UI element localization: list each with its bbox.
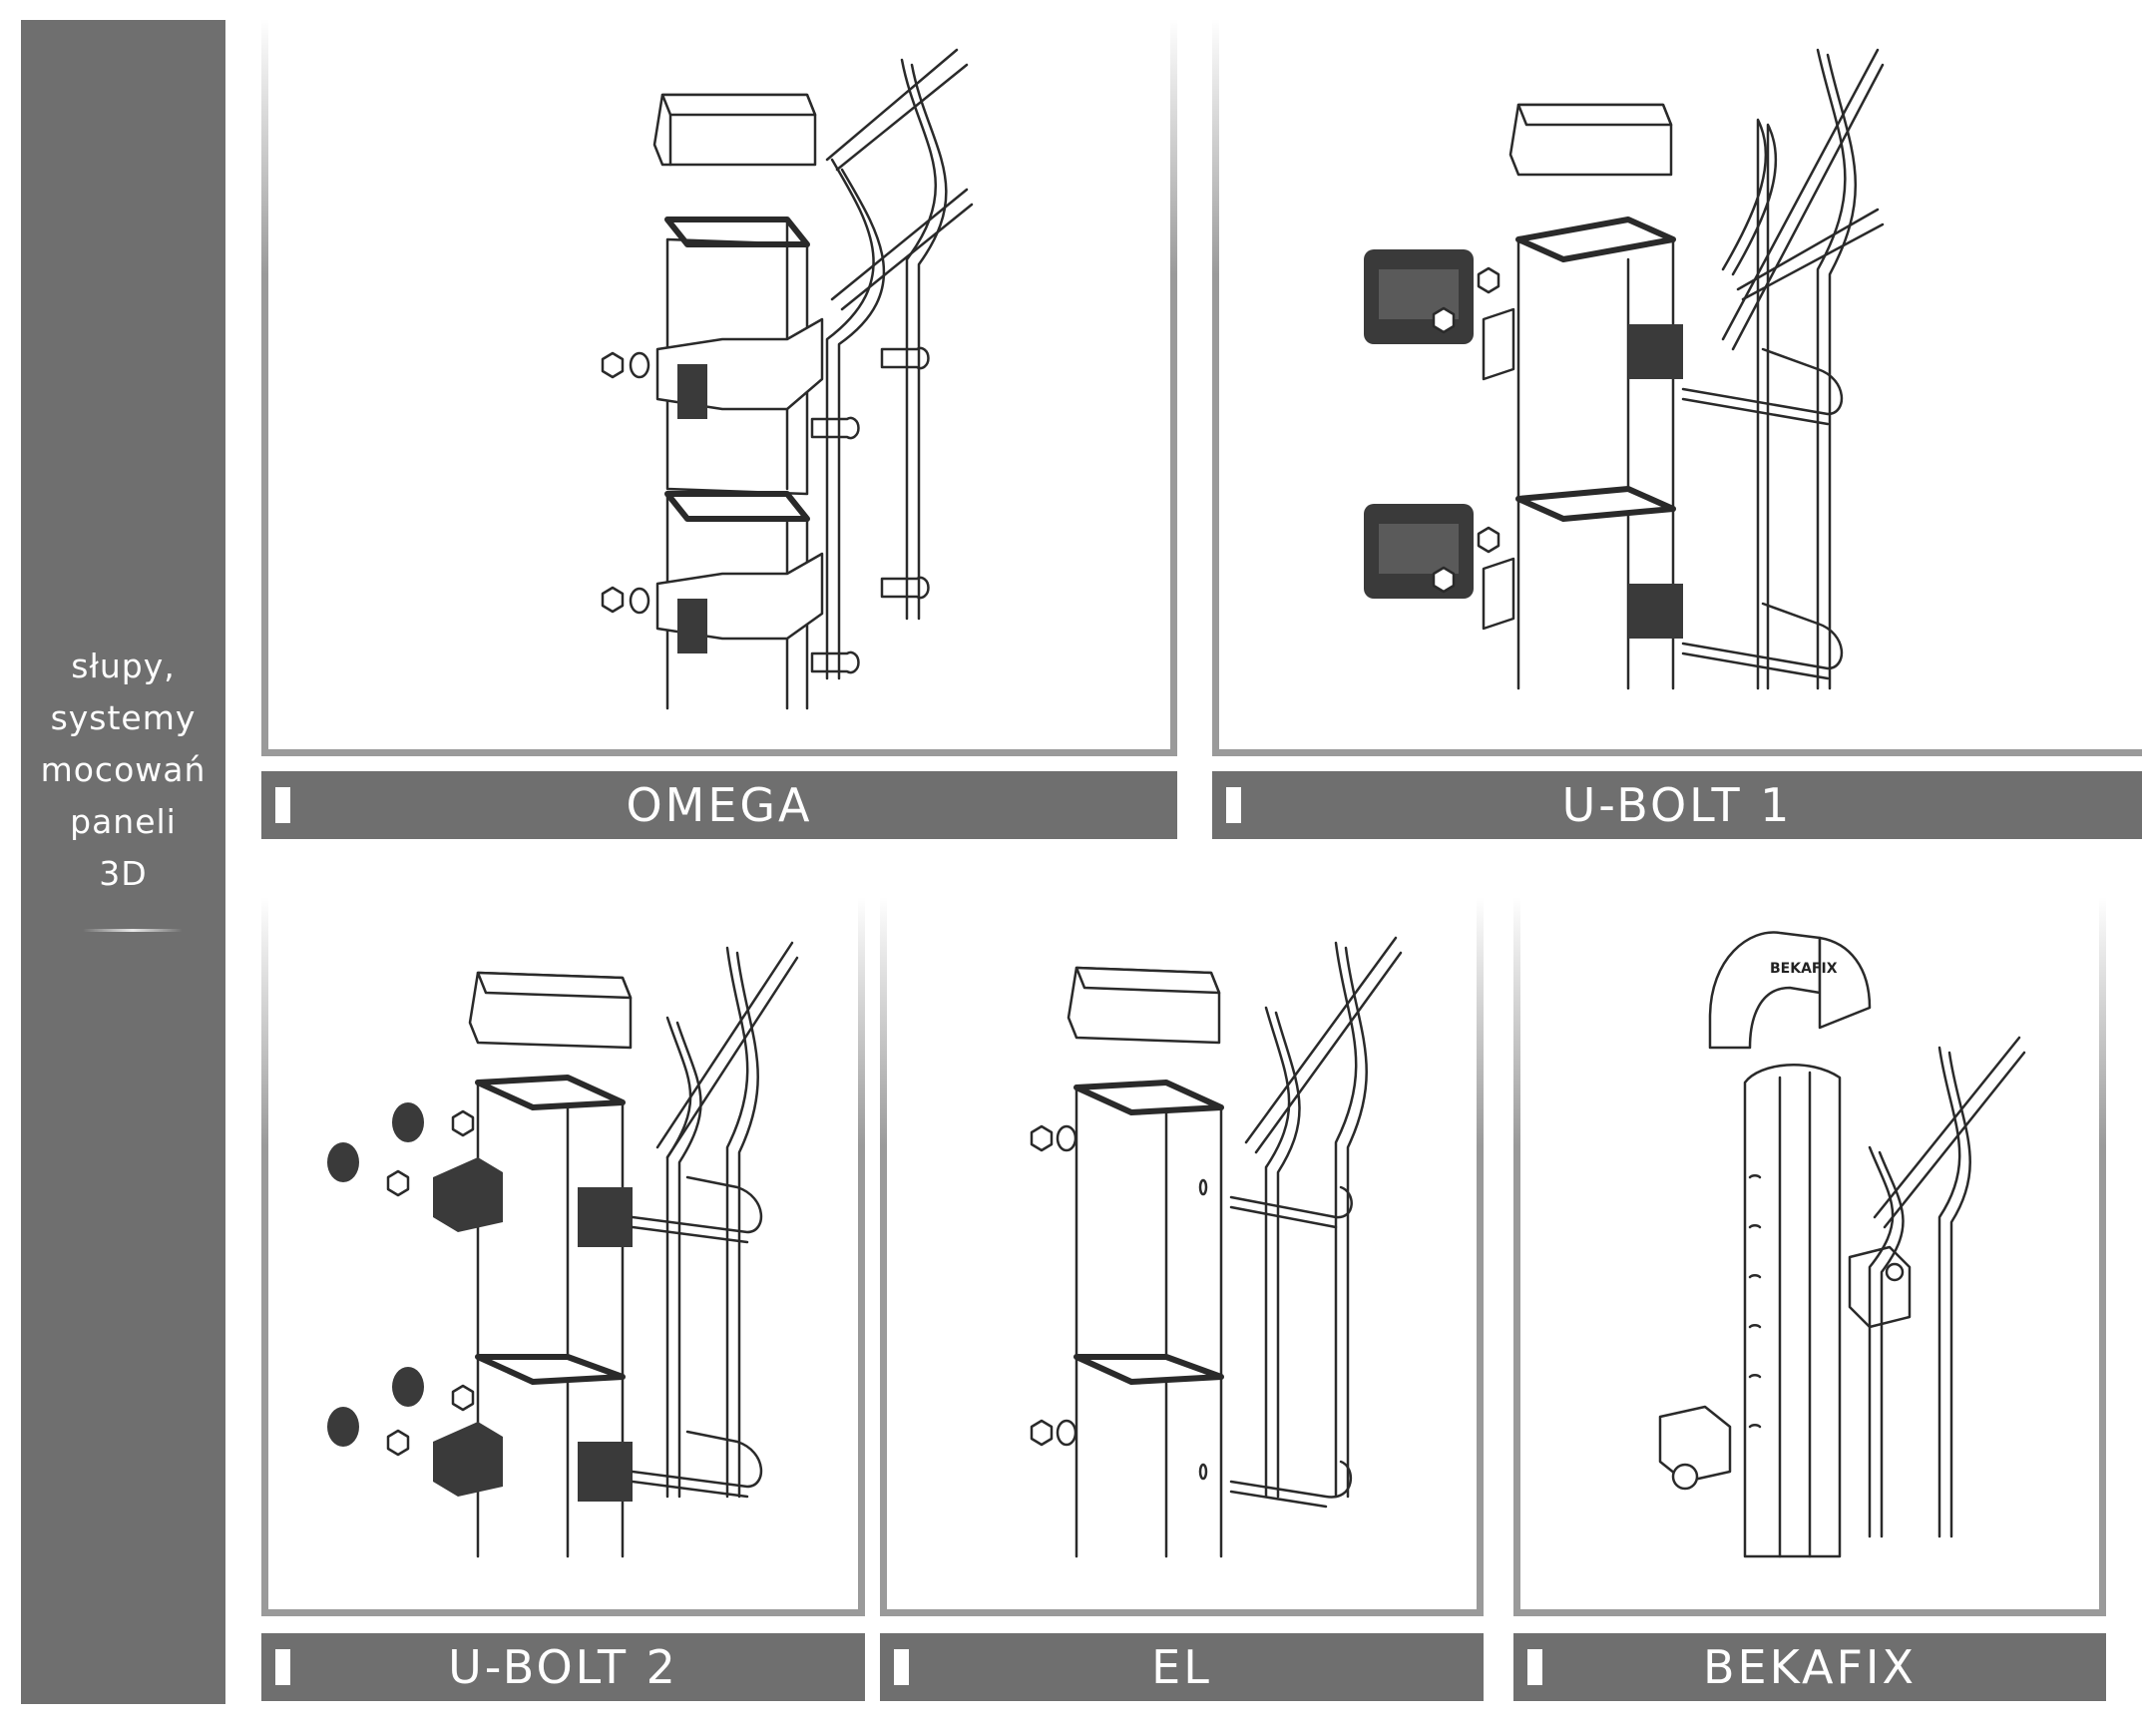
post-cap bbox=[468, 971, 633, 1050]
label-bar-ubolt2: U-BOLT 2 bbox=[261, 1633, 865, 1701]
label-bar-bekafix: BEKAFIX bbox=[1513, 1633, 2106, 1701]
panel-omega bbox=[261, 20, 1177, 756]
label-bekafix: BEKAFIX bbox=[1703, 1640, 1917, 1694]
label-bar-omega: OMEGA bbox=[261, 771, 1177, 839]
bolts bbox=[810, 346, 930, 674]
mesh-panel bbox=[1721, 48, 1885, 690]
label-bar-ubolt1: U-BOLT 1 bbox=[1212, 771, 2142, 839]
label-ubolt1: U-BOLT 1 bbox=[1561, 778, 1793, 832]
label-omega: OMEGA bbox=[626, 778, 813, 832]
ubolt1-illustration bbox=[1364, 48, 1885, 690]
mesh-panel bbox=[655, 941, 799, 1499]
panel-ubolt1 bbox=[1212, 20, 2142, 756]
label-marker bbox=[1527, 1649, 1542, 1685]
bekafix-cap: BEKAFIX bbox=[1708, 931, 1872, 1050]
sidebar: słupy, systemy mocowań paneli 3D bbox=[21, 20, 225, 1704]
panel-el bbox=[880, 898, 1484, 1616]
nuts-washers bbox=[601, 351, 650, 615]
bekafix-post bbox=[1743, 1064, 1842, 1558]
caption-line-2: systemy bbox=[50, 698, 197, 737]
label-marker bbox=[275, 1649, 290, 1685]
brackets bbox=[433, 1157, 633, 1502]
grommets-nuts bbox=[327, 1102, 475, 1457]
sidebar-caption: słupy, systemy mocowań paneli 3D bbox=[21, 641, 225, 900]
caption-line-1: słupy, bbox=[71, 647, 176, 685]
label-marker bbox=[275, 787, 290, 823]
brackets bbox=[1482, 307, 1683, 639]
bekafix-cap-inscription: BEKAFIX bbox=[1770, 961, 1838, 977]
nuts-washers bbox=[1030, 1124, 1077, 1447]
post-cap bbox=[1067, 966, 1221, 1045]
omega-clamp-lower bbox=[655, 552, 824, 653]
label-marker bbox=[894, 1649, 909, 1685]
mesh-panel bbox=[825, 48, 974, 680]
u-bolts bbox=[631, 1175, 763, 1499]
caption-line-5: 3D bbox=[99, 854, 148, 893]
post-cap bbox=[1508, 103, 1673, 177]
nuts bbox=[1432, 266, 1500, 594]
post-cap bbox=[652, 93, 817, 167]
post bbox=[1073, 1080, 1224, 1558]
bekafix-illustration: BEKAFIX bbox=[1658, 931, 2026, 1558]
bekafix-clips bbox=[1658, 1245, 1912, 1491]
omega-illustration bbox=[601, 48, 974, 710]
panel-ubolt2 bbox=[261, 898, 865, 1616]
l-hooks bbox=[1229, 1185, 1353, 1509]
mesh-panel bbox=[1868, 1036, 2026, 1538]
ubolt2-illustration bbox=[327, 941, 799, 1558]
sidebar-divider bbox=[83, 929, 183, 932]
label-ubolt2: U-BOLT 2 bbox=[448, 1640, 678, 1694]
label-el: EL bbox=[1151, 1640, 1212, 1694]
mesh-panel bbox=[1244, 936, 1403, 1499]
label-marker bbox=[1226, 787, 1241, 823]
label-bar-el: EL bbox=[880, 1633, 1484, 1701]
rubber-blocks bbox=[1364, 249, 1474, 599]
el-illustration bbox=[1030, 936, 1403, 1558]
caption-line-4: paneli bbox=[70, 802, 177, 841]
omega-clamp-upper bbox=[655, 317, 824, 419]
caption-line-3: mocowań bbox=[40, 750, 207, 789]
panel-bekafix: BEKAFIX bbox=[1513, 898, 2106, 1616]
